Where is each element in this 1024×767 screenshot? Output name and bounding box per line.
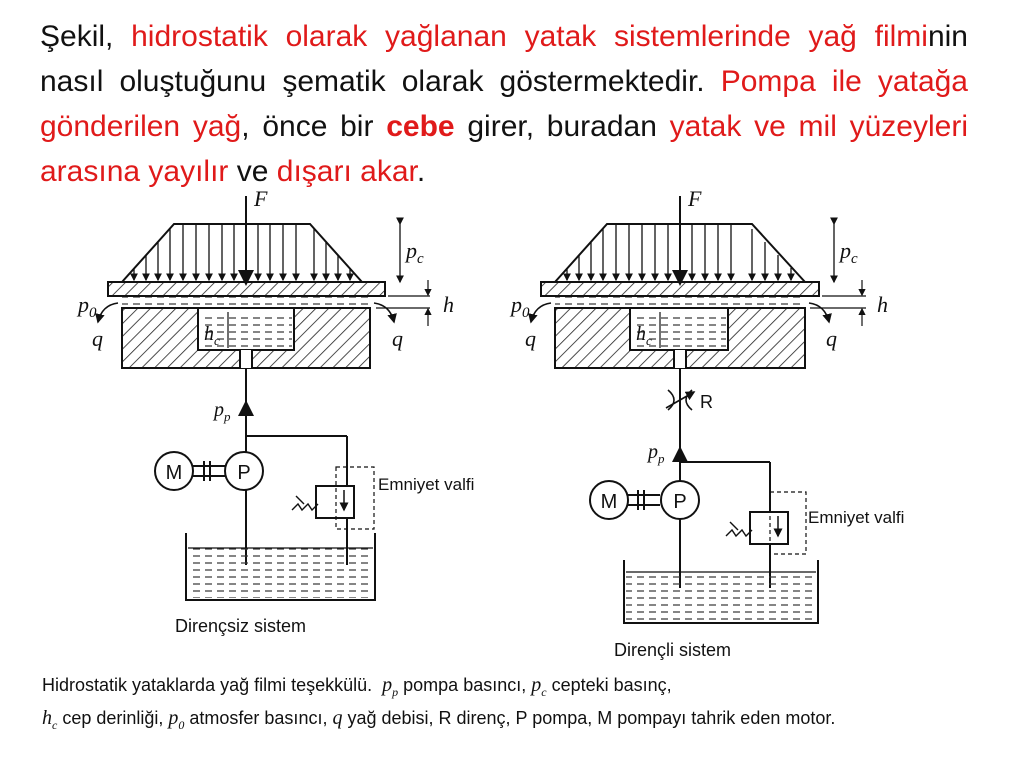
caption-text-2: pompa basıncı,: [398, 675, 532, 695]
caption-pp-symbol: pp: [382, 674, 399, 699]
left-q-right-label: q: [392, 326, 403, 351]
intro-text-4: girer, buradan: [454, 110, 670, 143]
right-pump: [660, 480, 700, 520]
left-p0-label: p0: [76, 292, 97, 321]
right-safety-valve: [749, 511, 789, 545]
left-force-label: F: [253, 186, 268, 211]
right-pc-label: pc: [838, 238, 858, 267]
left-diagram-title: Dirençsiz sistem: [175, 616, 306, 636]
left-bearing-diagram: [95, 196, 432, 601]
caption-text-5: atmosfer basıncı,: [184, 708, 333, 728]
right-q-left-label: q: [525, 326, 536, 351]
right-labels: F pc h p0 q q hc R pp M P Emniyet valfi …: [509, 186, 904, 660]
intro-text-6: .: [416, 155, 426, 188]
left-safety-valve: [315, 485, 355, 519]
caption-p0-symbol: p0: [168, 707, 185, 732]
right-pressure-profile: [554, 196, 838, 286]
right-restrictor: [665, 389, 696, 411]
intro-highlight-3: yatak ve mil yüzeyleri arasına yayılır: [40, 110, 968, 188]
caption-hc-symbol: hc: [42, 707, 58, 732]
intro-text-5: ve: [228, 155, 277, 188]
right-force-label: F: [687, 186, 702, 211]
left-q-left-label: q: [92, 326, 103, 351]
caption-q-symbol: q: [332, 707, 343, 729]
right-shaft: [540, 281, 820, 297]
right-resistor-label: R: [700, 392, 713, 412]
left-pump-label: P: [237, 462, 250, 484]
right-oil-film: [555, 297, 805, 308]
left-pressure-profile: [121, 196, 404, 286]
right-pump-label: P: [673, 491, 686, 513]
left-h-label: h: [443, 292, 454, 317]
right-hc-label: hc: [636, 323, 652, 348]
right-motor-label: M: [601, 491, 618, 513]
intro-highlight-1: hidrostatik olarak yağlanan yatak sistem…: [131, 20, 928, 53]
left-valve-label: Emniyet valfi: [378, 475, 474, 494]
left-motor-label: M: [166, 462, 183, 484]
right-diagram-title: Dirençli sistem: [614, 640, 731, 660]
intro-text-2: nin nasıl oluştuğunu şematik olarak göst…: [40, 20, 968, 98]
left-shaft: [107, 281, 386, 297]
intro-text-1: Şekil,: [40, 20, 132, 53]
right-motor: [589, 480, 629, 520]
right-q-right-label: q: [826, 326, 837, 351]
caption-text-1: Hidrostatik yataklarda yağ filmi teşekkü…: [42, 675, 373, 695]
right-p0-label: p0: [509, 292, 530, 321]
intro-highlight-cebe: cebe: [386, 110, 455, 143]
left-pp-label: pp: [212, 399, 231, 424]
intro-paragraph: Şekil, hidrostatik olarak yağlanan yatak…: [40, 14, 968, 194]
left-tank: [185, 533, 376, 601]
left-motor: [154, 451, 194, 491]
left-pc-label: pc: [404, 238, 424, 267]
left-hc-label: hc: [204, 323, 220, 348]
right-bearing-diagram: [528, 196, 866, 624]
intro-text-3: , önce bir: [241, 110, 387, 143]
caption-pc-symbol: pc: [531, 674, 547, 699]
right-tank: [623, 560, 819, 624]
figure-caption: Hidrostatik yataklarda yağ filmi teşekkü…: [42, 672, 912, 738]
left-pump: [224, 451, 264, 491]
caption-text-3: cepteki basınç,: [546, 675, 672, 695]
right-pp-label: pp: [646, 441, 665, 466]
left-oil-film: [122, 297, 370, 308]
caption-text-4: cep derinliği,: [57, 708, 169, 728]
intro-highlight-2: Pompa ile yatağa gönderilen yağ: [40, 65, 968, 143]
right-h-label: h: [877, 292, 888, 317]
left-labels: F pc h p0 q q hc pp M P Emniyet valfi Di…: [76, 186, 474, 636]
intro-highlight-4: dışarı akar: [276, 155, 417, 188]
caption-text-6: yağ debisi, R direnç, P pompa, M pompayı…: [342, 708, 836, 728]
right-valve-label: Emniyet valfi: [808, 508, 904, 527]
